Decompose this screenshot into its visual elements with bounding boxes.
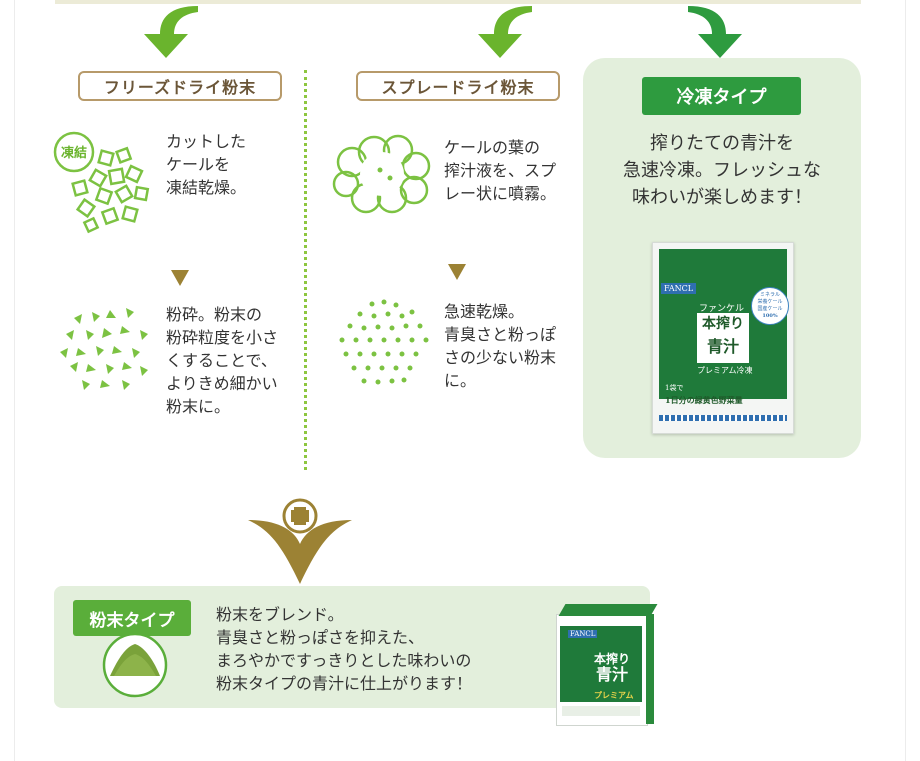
package-name-line: 本搾り (702, 316, 744, 332)
text-line: よりきめ細かい (166, 374, 278, 393)
text-line: 青臭さと粉っぽさを抑えた、 (216, 628, 425, 647)
freeze-cubes-illustration: 凍結 (52, 130, 156, 234)
merge-arrow-icon (248, 498, 352, 584)
text-line: さの少ない粉末 (444, 348, 557, 367)
page-border-left (14, 0, 15, 761)
package-maker: ファンケル (699, 304, 745, 314)
powder-fragments-icon (60, 308, 148, 390)
package-name-line: 青汁 (706, 337, 739, 356)
powder-dots-icon (339, 299, 429, 385)
text-line: くすることで、 (166, 351, 277, 370)
freeze-icon-label: 凍結 (60, 146, 87, 161)
package-brand: FANCL (661, 283, 697, 294)
box-top (558, 604, 658, 616)
package-name-block: 本搾り 青汁 (697, 313, 749, 363)
triangle-down-icon (171, 270, 189, 286)
text-line: 栄養ケール (757, 299, 783, 305)
text-line: 粉末をブレンド。 (216, 605, 344, 624)
column-divider (304, 70, 307, 470)
freeze-step2-text: 粉砕。粉末の 粉砕粒度を小さ くすることで、 よりきめ細かい 粉末に。 (166, 303, 278, 418)
page-border-right (905, 0, 906, 761)
kale-cubes-icon (53, 131, 150, 234)
text-line: カットした (166, 132, 247, 151)
arrow-down-icon (144, 6, 198, 58)
text-line: 粉砕。粉末の (166, 305, 263, 324)
package-bottom-line2: 1日分の緑黄色野菜量 (665, 395, 743, 405)
text-line: 味わいが楽しめます！ (632, 187, 812, 208)
freeze-dry-label: フリーズドライ粉末 (78, 71, 282, 101)
package-bottom-line1: 1袋で (665, 384, 684, 392)
top-band (55, 0, 861, 4)
frozen-type-badge: 冷凍タイプ (642, 77, 801, 115)
powder-pile-icon (102, 632, 168, 698)
text-line: 急速冷凍。フレッシュな (623, 160, 821, 181)
box-name-block: 本搾り 青汁 (594, 652, 630, 684)
text-line: ミネラル (759, 292, 780, 298)
box-green-area (560, 626, 642, 702)
text-line: に。 (444, 371, 477, 390)
text-line: 急速乾燥。 (444, 302, 525, 321)
text-line: 100% (762, 313, 778, 319)
spray-dry-label: スプレードライ粉末 (356, 71, 560, 101)
spray-cloud-icon (332, 134, 431, 214)
freeze-step1-text: カットした ケールを 凍結乾燥。 (166, 130, 246, 199)
powder-product-box: FANCL 本搾り 青汁 プレミアム (556, 604, 658, 730)
frozen-type-description: 搾りたての青汁を 急速冷凍。フレッシュな 味わいが楽しめます！ (583, 130, 861, 211)
spray-step1-text: ケールの葉の 搾汁液を、スプ レー状に噴霧。 (444, 136, 556, 205)
text-line: 凍結乾燥。 (166, 178, 247, 197)
text-line: ケールを (166, 155, 231, 174)
text-line: ケールの葉の (444, 138, 541, 157)
box-name-line: 青汁 (596, 665, 629, 684)
box-sub: プレミアム (594, 690, 634, 700)
text-line: 粉砕粒度を小さ (166, 328, 279, 347)
arrow-down-icon (478, 6, 532, 58)
package-badge-text: ミネラル 栄養ケール 国産ケール 100% (752, 288, 788, 320)
spray-step2-text: 急速乾燥。 青臭さと粉っぽ さの少ない粉末 に。 (444, 300, 556, 392)
text-line: 青臭さと粉っぽ (444, 325, 557, 344)
box-side (646, 614, 654, 724)
text-line: レー状に噴霧。 (444, 184, 557, 203)
powder-type-description: 粉末をブレンド。 青臭さと粉っぽさを抑えた、 まろやかですっきりとした味わいの … (216, 603, 472, 695)
box-name-line: 本搾り (594, 652, 631, 666)
frozen-product-package: FANCL ファンケル 本搾り 青汁 プレミアム冷凍 ミネラル 栄養ケール 国産… (652, 242, 794, 434)
text-line: 国産ケール (757, 306, 783, 312)
text-line: 粉末に。 (166, 397, 231, 416)
text-line: 粉末タイプの青汁に仕上がります！ (216, 674, 473, 693)
text-line: 搾りたての青汁を (650, 133, 794, 154)
package-stripe (659, 415, 787, 421)
powder-type-badge: 粉末タイプ (73, 600, 191, 636)
text-line: まろやかですっきりとした味わいの (216, 651, 472, 670)
package-sub: プレミアム冷凍 (697, 366, 753, 375)
package-badge-circle: ミネラル 栄養ケール 国産ケール 100% (751, 287, 789, 325)
box-brand: FANCL (568, 630, 598, 638)
box-bottom-strip (562, 706, 640, 716)
text-line: 搾汁液を、スプ (444, 161, 557, 180)
arrow-down-icon (688, 6, 742, 58)
triangle-down-icon (448, 264, 466, 280)
